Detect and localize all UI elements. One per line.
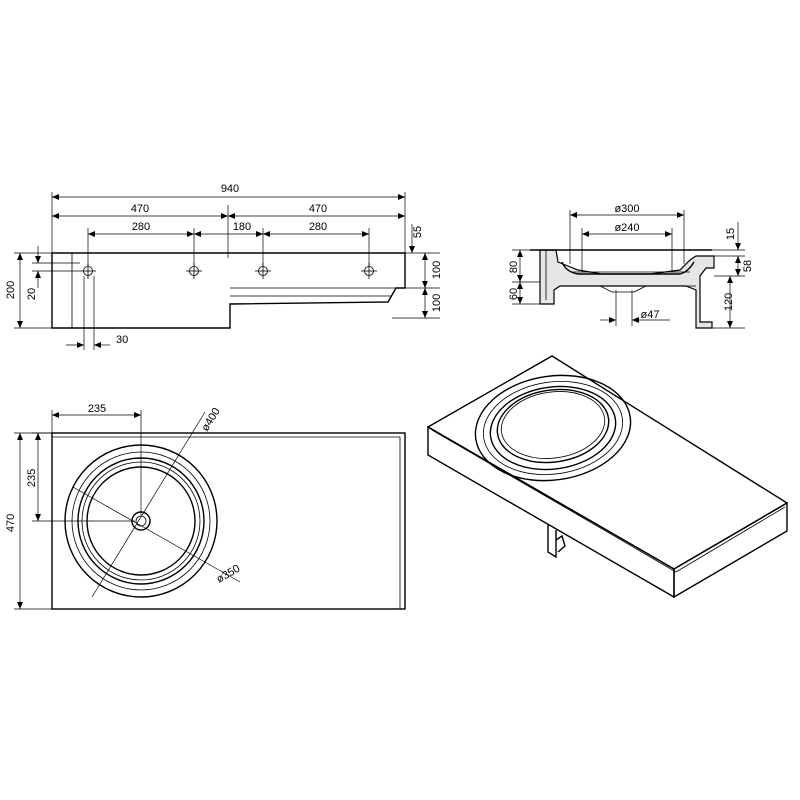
svg-text:470: 470 bbox=[131, 203, 149, 215]
section-view: ø300 ø240 ø47 80 60 bbox=[508, 203, 754, 329]
svg-text:470: 470 bbox=[5, 514, 17, 532]
dimension-right-stack: 55 100 100 bbox=[392, 224, 443, 319]
top-view: ø400 ø350 235 235 470 bbox=[5, 403, 406, 610]
dimension-30: 30 bbox=[66, 276, 128, 350]
svg-text:20: 20 bbox=[26, 288, 38, 300]
dimension-470-pair: 470 470 bbox=[52, 203, 405, 258]
svg-text:58: 58 bbox=[742, 260, 754, 272]
svg-text:235: 235 bbox=[88, 403, 106, 415]
dimension-d47: ø47 bbox=[600, 290, 670, 326]
leader-d400 bbox=[91, 411, 206, 598]
label-d350: ø350 bbox=[215, 563, 243, 586]
dimension-section-left: 80 60 bbox=[508, 249, 540, 305]
svg-text:100: 100 bbox=[431, 294, 443, 312]
svg-text:ø240: ø240 bbox=[614, 222, 639, 234]
svg-text:120: 120 bbox=[723, 293, 735, 311]
dimension-d240: ø240 bbox=[581, 222, 673, 272]
dimension-section-right: 15 58 120 bbox=[712, 222, 754, 329]
iso-bracket bbox=[547, 524, 566, 559]
svg-text:ø47: ø47 bbox=[641, 309, 660, 321]
section-bowl-outline bbox=[561, 261, 695, 275]
isometric-view bbox=[426, 355, 789, 599]
svg-text:55: 55 bbox=[412, 226, 424, 238]
svg-text:180: 180 bbox=[233, 221, 251, 233]
svg-text:235: 235 bbox=[26, 469, 38, 487]
leader-d350 bbox=[72, 486, 241, 583]
svg-text:15: 15 bbox=[725, 228, 737, 240]
label-d400: ø400 bbox=[199, 406, 222, 434]
iso-top-face bbox=[426, 355, 789, 570]
svg-text:30: 30 bbox=[116, 334, 128, 346]
dimension-235-y: 235 bbox=[26, 432, 135, 522]
dimension-d300: ø300 bbox=[569, 203, 685, 264]
iso-edge-highlight bbox=[431, 429, 677, 573]
iso-edge-highlight-right bbox=[675, 506, 786, 573]
front-body-outline bbox=[51, 252, 406, 329]
iso-right-face bbox=[673, 501, 788, 599]
dimension-470-depth: 470 bbox=[5, 432, 52, 610]
svg-text:280: 280 bbox=[309, 221, 327, 233]
svg-text:200: 200 bbox=[5, 281, 17, 299]
svg-text:80: 80 bbox=[508, 261, 520, 273]
dimension-235-x: 235 bbox=[51, 403, 142, 515]
svg-text:940: 940 bbox=[221, 183, 239, 195]
dimension-hole-spacing: 280 180 280 bbox=[87, 221, 370, 266]
iso-basin bbox=[474, 374, 632, 482]
svg-text:470: 470 bbox=[309, 203, 327, 215]
dimension-940: 940 bbox=[51, 183, 406, 253]
section-left-wall bbox=[539, 249, 715, 329]
svg-text:60: 60 bbox=[508, 288, 520, 300]
svg-text:100: 100 bbox=[431, 261, 443, 279]
dimension-200: 200 bbox=[5, 252, 52, 329]
svg-text:ø300: ø300 bbox=[614, 203, 639, 215]
svg-text:280: 280 bbox=[132, 221, 150, 233]
dimension-20: 20 bbox=[26, 246, 80, 300]
iso-front-face bbox=[427, 425, 675, 599]
front-view: 940 470 470 280 180 280 200 bbox=[5, 183, 443, 350]
section-drain bbox=[599, 285, 647, 293]
